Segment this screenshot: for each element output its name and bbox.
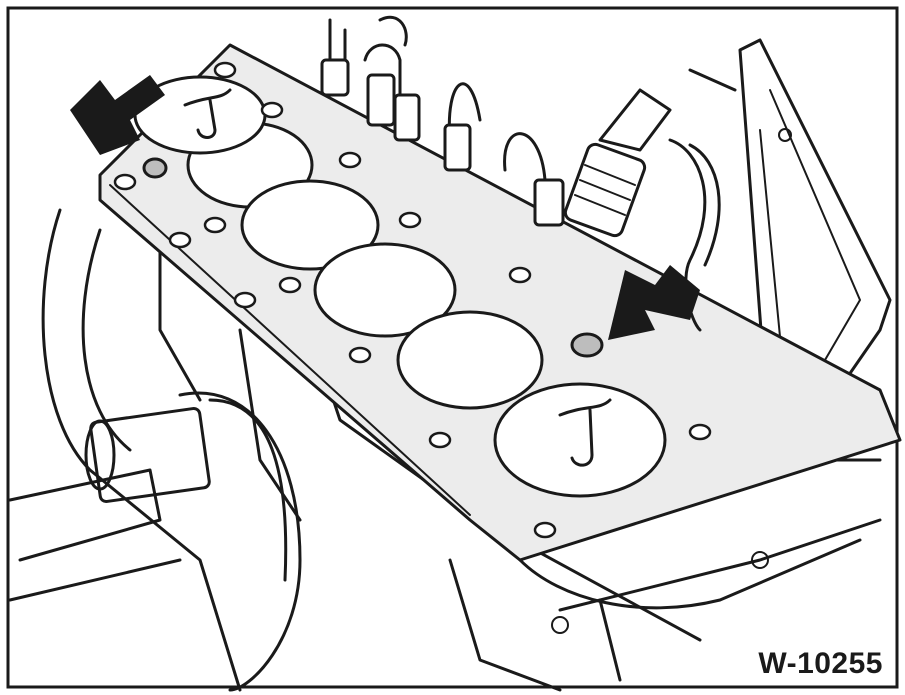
- figure-id-label: W-10255: [758, 647, 883, 680]
- border: [6, 6, 899, 689]
- callout-arrows: [70, 75, 700, 340]
- cylinder-bore-5: [493, 382, 667, 498]
- dowel-pin-left: [142, 157, 168, 179]
- cylinder-bore-3: [313, 242, 457, 338]
- arrow-left-icon: [70, 75, 165, 155]
- dowel-pin-right: [570, 332, 604, 358]
- crankshaft-end: [8, 391, 302, 692]
- sensor-leads: [320, 16, 565, 227]
- arrow-right-icon: [608, 265, 700, 340]
- head-gasket: [98, 43, 902, 562]
- cylinder-bore-4: [396, 310, 544, 410]
- cylinder-bore-2: [240, 179, 380, 271]
